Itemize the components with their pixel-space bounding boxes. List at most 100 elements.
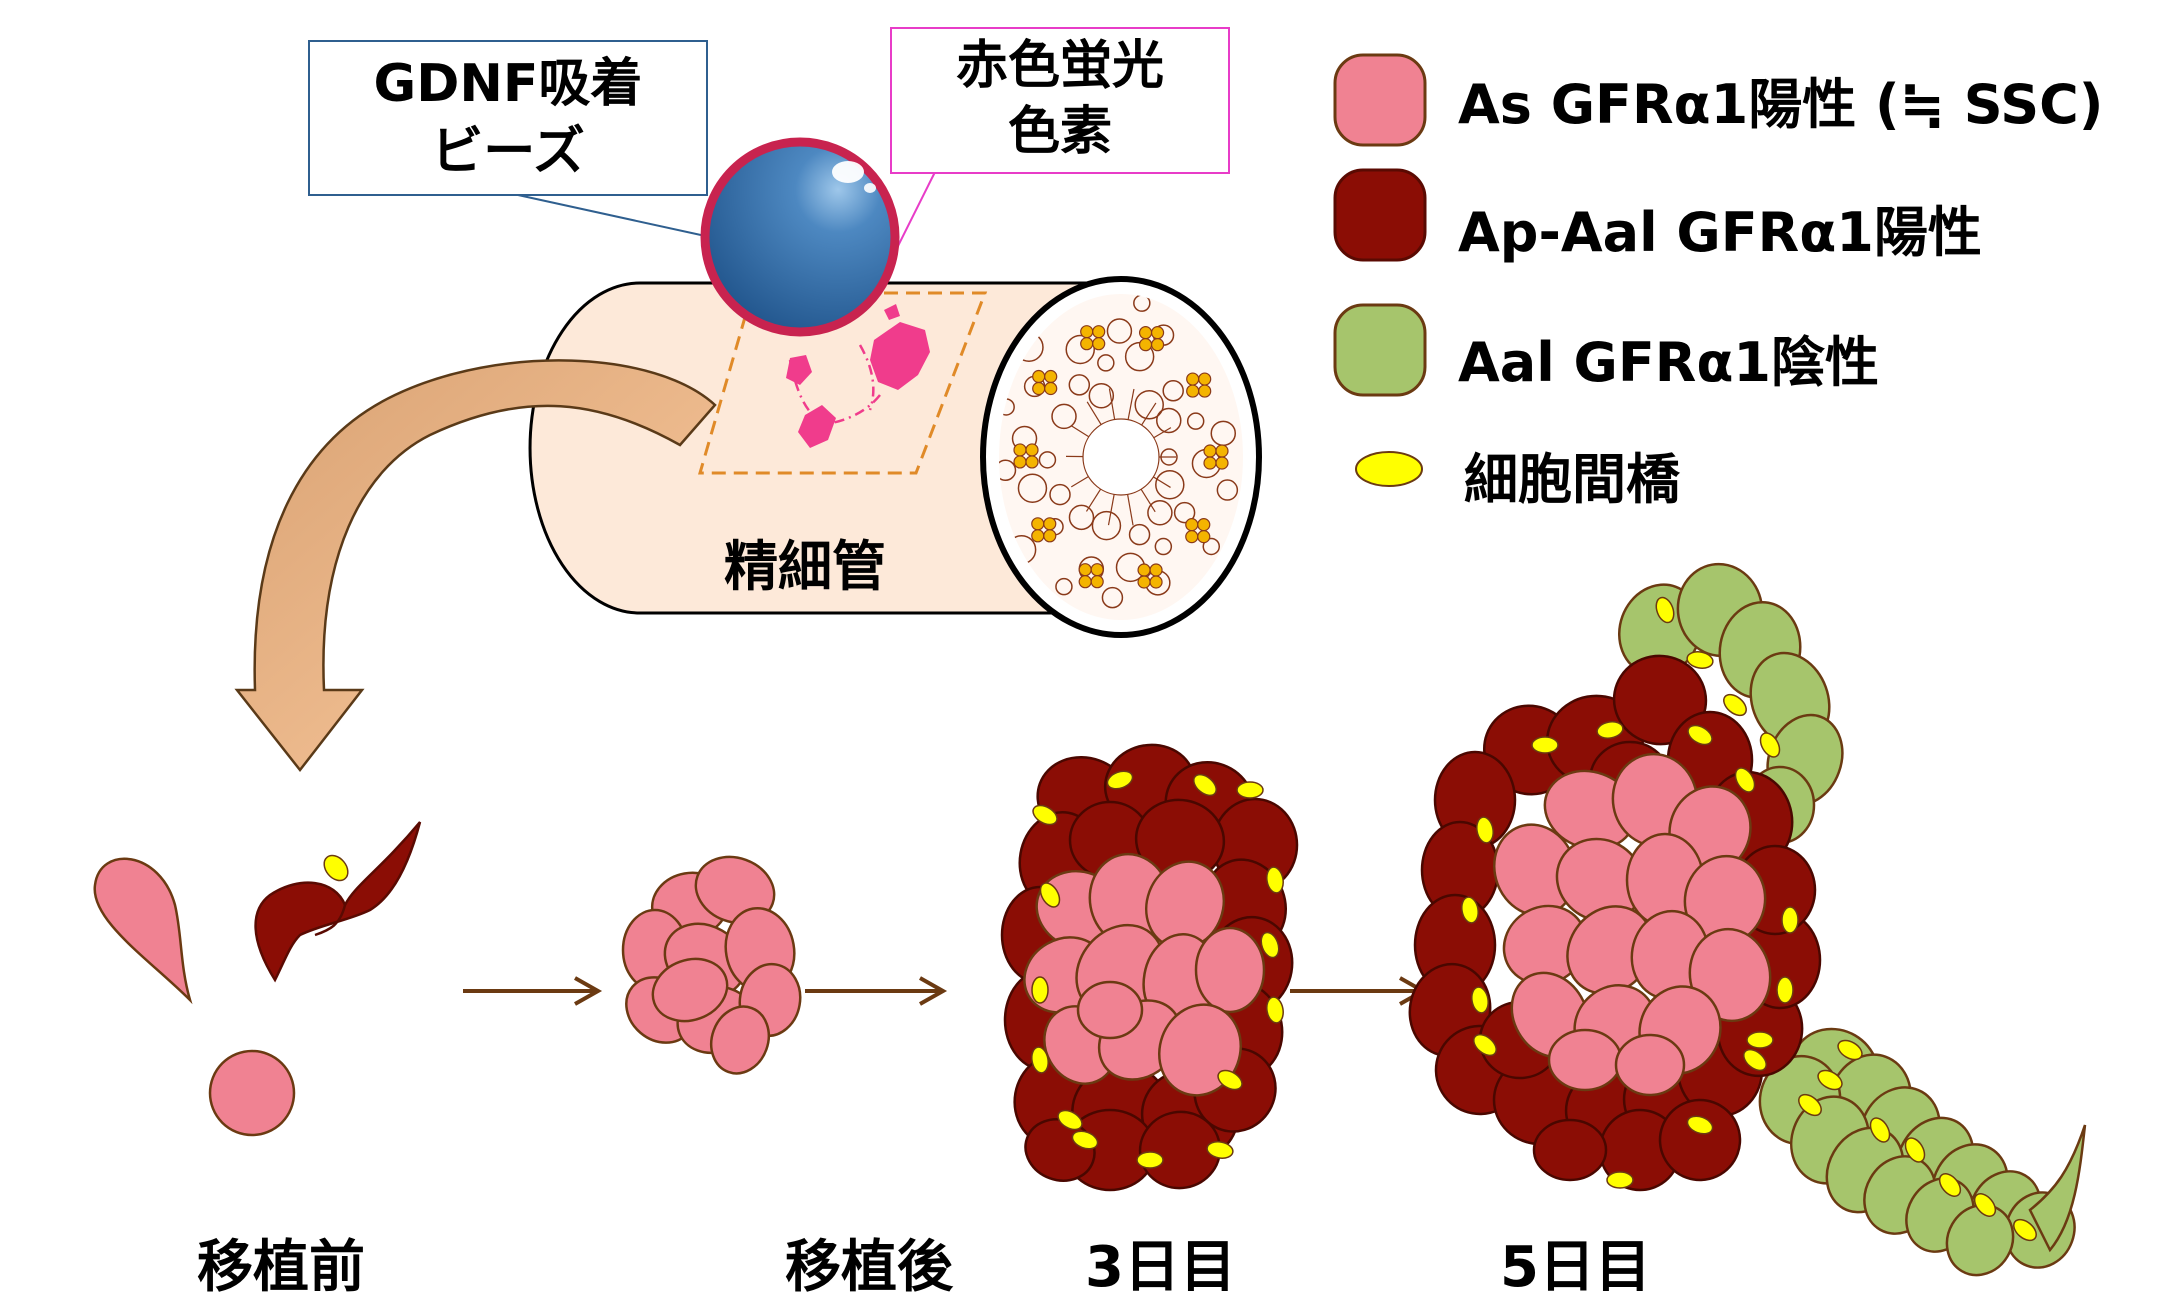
cell-pink [1614,1033,1686,1097]
tubule-cell [1068,504,1095,531]
tubule-cell [1068,374,1091,396]
fluorescent-fragment [798,405,836,448]
tubule-cell [1154,537,1173,556]
legend-swatch-as [1333,53,1427,147]
stage-before-transplant [93,821,422,1137]
tubule-germ-cell [1137,563,1151,577]
callout-line: 色素 [1007,102,1112,162]
tubule-germ-cell [1197,518,1211,532]
intercellular-bridge [1743,1048,1767,1072]
tubule-cell [1134,390,1164,420]
tubule-germ-cell [1044,369,1058,384]
cluster-day5 [1408,562,2087,1277]
intercellular-bridge [1471,986,1489,1014]
tubule-germ-cell [1150,338,1165,352]
intercellular-bridge [1476,816,1494,844]
intercellular-bridge [1606,1171,1634,1189]
tubule-germ-cell [1185,518,1199,532]
intercellular-bridge [1206,1141,1234,1159]
tubule-germ-cell [1215,444,1229,458]
tubule-germ-cell [1138,326,1153,340]
tubule-cell [1155,469,1185,500]
cell-pink [1547,1028,1623,1092]
cell-pink [709,1005,771,1075]
tubule-germ-cell [1043,529,1057,543]
tubule-germ-cell [1080,325,1094,339]
cluster-after-transplant [621,855,802,1075]
cell-pink [1194,926,1266,1014]
intercellular-bridge [1973,1193,1997,1217]
tubule-germ-cell [1186,372,1200,386]
tubule-germ-cell [1215,456,1229,470]
tubule-germ-cell [1090,575,1104,589]
tubule-germ-cell [1186,384,1200,398]
tubule-cell [1049,483,1071,506]
tubule-germ-cell [1090,563,1104,577]
tubule-cell [1038,451,1057,469]
tubule-germ-cell [1198,372,1212,386]
tubule-cell [1051,403,1077,430]
tubule-germ-cell [1078,575,1092,589]
cell-pink [208,1049,296,1137]
red-dye-callout: 赤色蛍光 色素 [890,27,1230,174]
callout-line: ビーズ [431,122,585,182]
cell-green [2028,1124,2087,1253]
intercellular-bridge [1798,1093,1822,1117]
cell-pink [93,857,193,1005]
tubule-cell [1173,501,1196,524]
tubule-cell [1106,318,1133,344]
intercellular-bridge [1655,596,1675,624]
intercellular-bridge [1193,773,1217,797]
legend-swatch-bridge [1355,451,1423,487]
tubule-cell [1147,500,1173,526]
tubule-cell [1156,407,1182,434]
tubule-germ-cell [1032,381,1046,396]
intercellular-bridge [1039,882,1061,908]
intercellular-bridge [1136,1151,1164,1169]
tubule-cell [1101,586,1124,609]
intercellular-bridge [1266,996,1284,1024]
gdnf-bead [700,137,900,337]
callout-line: 赤色蛍光 [955,36,1164,96]
cell-pink [694,855,776,925]
intercellular-bridge [2013,1218,2037,1242]
intercellular-bridge [1057,1109,1083,1131]
intercellular-bridge [1461,896,1479,924]
tubule-cell [1017,473,1048,503]
tubule-lumen [1082,418,1160,496]
intercellular-bridge [323,854,349,882]
intercellular-bridge [1746,1031,1774,1049]
cell-darkred [1532,1118,1608,1182]
legend-label-as: As GFRα1陽性 (≒ SSC) [1458,73,2104,136]
intercellular-bridge [1236,781,1264,799]
legend [1333,53,1427,487]
cell-darkred [1658,1098,1742,1182]
tubule-germ-cell [1185,530,1199,544]
intercellular-bridge [1473,1033,1497,1057]
intercellular-bridge [1904,1137,1926,1163]
tubule-germ-cell [1150,326,1165,340]
intercellular-bridge [1032,804,1058,826]
intercellular-bridge [1837,1039,1863,1061]
tubule-germ-cell [1043,517,1057,531]
intercellular-bridge [1686,651,1714,669]
tubule-germ-cell [1013,443,1027,457]
intercellular-bridge [1217,1069,1243,1091]
tubule-germ-cell [1198,384,1212,398]
tubule-germ-cell [1203,456,1217,470]
intercellular-bridge [1759,732,1781,758]
legend-label-aal: Aal GFRα1陰性 [1458,331,1880,394]
intercellular-bridge [1869,1117,1891,1143]
tubule-germ-cell [1031,529,1045,543]
tubule-germ-cell [1149,563,1163,577]
tubule-germ-cell [1092,325,1106,339]
seminiferous-tubule: 精細管 [528,276,1262,638]
tubule-cell [1162,379,1184,402]
cell-pink [651,957,729,1023]
stage-label-day5: 5日目 [1500,1235,1651,1300]
bead-callout-line [517,194,711,238]
fluorescent-fragment [884,304,900,320]
tubule-germ-cell [1092,337,1106,351]
intercellular-bridge [1817,1069,1843,1091]
legend-swatch-ap-aal [1333,168,1427,262]
